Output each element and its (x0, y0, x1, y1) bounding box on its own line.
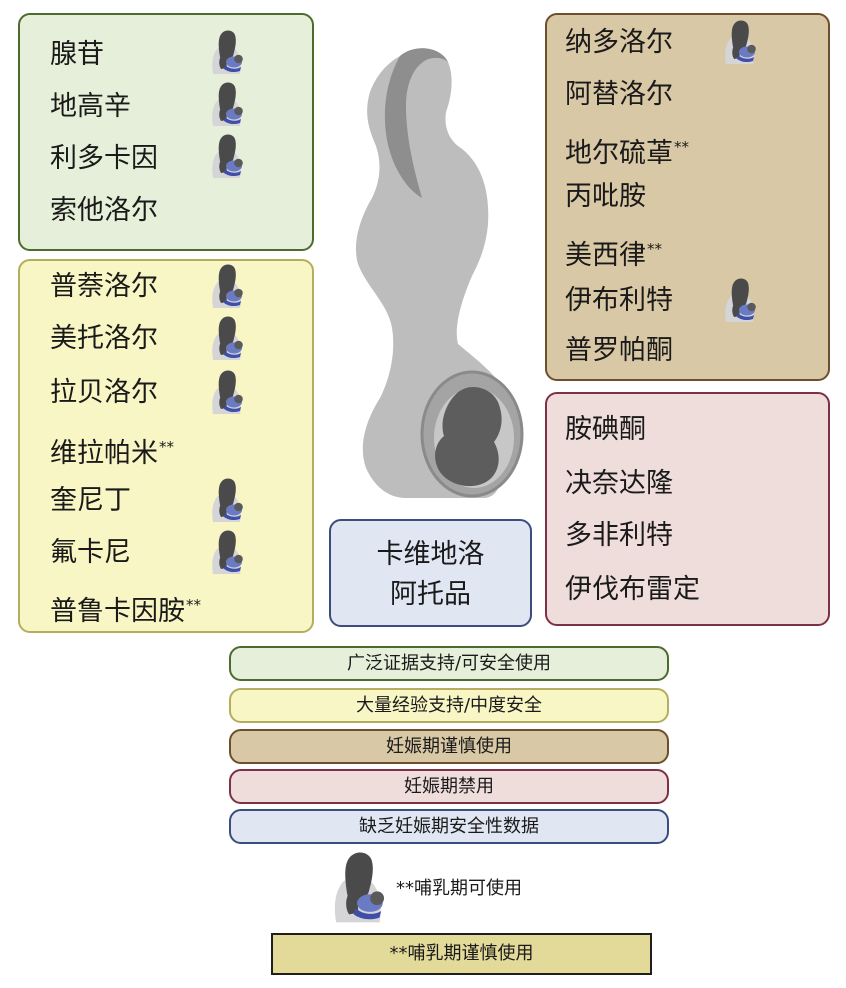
breastfeeding-ok-legend-text: **哺乳期可使用 (396, 878, 522, 899)
drug-dofetilide: 多非利特 (565, 520, 673, 551)
drug-procainamide: 普鲁卡因胺** (50, 596, 201, 627)
drug-metoprolol: 美托洛尔 (50, 323, 158, 354)
drug-propafenone: 普罗帕酮 (565, 335, 673, 366)
drug-carvedilol: 卡维地洛 (376, 539, 485, 570)
breastfeeding-icon (206, 477, 246, 523)
caution-in-pregnancy-drugs-box: 纳多洛尔 阿替洛尔 地尔硫䓬** 丙吡胺 美西律** 伊布利特 普罗帕酮 (545, 13, 830, 381)
legend-no-data: 缺乏妊娠期安全性数据 (229, 809, 669, 844)
drug-digoxin: 地高辛 (50, 91, 131, 122)
legend-contraindicated: 妊娠期禁用 (229, 769, 669, 804)
breastfeeding-icon (719, 19, 759, 65)
drug-flecainide: 氟卡尼 (50, 537, 131, 568)
safe-drugs-box: 腺苷 地高辛 利多卡因 索他洛尔 (18, 13, 314, 251)
drug-ivabradine: 伊伐布雷定 (565, 574, 700, 605)
breastfeeding-icon (206, 133, 246, 179)
drug-ibutilide: 伊布利特 (565, 285, 673, 316)
drug-quinidine: 奎尼丁 (50, 485, 131, 516)
drug-dronedarone: 决奈达隆 (565, 468, 673, 499)
breastfeeding-icon (719, 277, 759, 323)
drug-disopyramide: 丙吡胺 (565, 181, 646, 212)
drug-mexiletine: 美西律** (565, 240, 662, 271)
drug-adenosine: 腺苷 (50, 39, 104, 70)
breastfeeding-icon (206, 315, 246, 361)
drug-amiodarone: 胺碘酮 (565, 414, 646, 445)
drug-nadolol: 纳多洛尔 (565, 27, 673, 58)
moderate-safety-drugs-box: 普萘洛尔 美托洛尔 拉贝洛尔 维拉帕米** 奎尼丁 氟卡尼 普鲁卡因胺** (18, 259, 314, 633)
insufficient-data-drugs-box: 卡维地洛 阿托品 (329, 519, 532, 627)
drug-atropine: 阿托品 (390, 579, 471, 610)
breastfeeding-caution-legend: **哺乳期谨慎使用 (271, 933, 652, 975)
drug-propranolol: 普萘洛尔 (50, 271, 158, 302)
legend-moderate-safety: 大量经验支持/中度安全 (229, 688, 669, 723)
breastfeeding-icon (206, 81, 246, 127)
legend-caution: 妊娠期谨慎使用 (229, 729, 669, 764)
drug-labetalol: 拉贝洛尔 (50, 377, 158, 408)
breastfeeding-icon (206, 263, 246, 309)
drug-atenolol: 阿替洛尔 (565, 79, 673, 110)
drug-verapamil: 维拉帕米** (50, 438, 174, 469)
drug-lidocaine: 利多卡因 (50, 143, 158, 174)
drug-sotalol: 索他洛尔 (50, 195, 158, 226)
breastfeeding-icon (206, 29, 246, 75)
breastfeeding-icon (206, 369, 246, 415)
legend-safe: 广泛证据支持/可安全使用 (229, 646, 669, 681)
breastfeeding-icon (206, 529, 246, 575)
pregnant-woman-silhouette-icon (355, 48, 524, 499)
contraindicated-in-pregnancy-drugs-box: 胺碘酮 决奈达隆 多非利特 伊伐布雷定 (545, 392, 830, 626)
breastfeeding-legend-icon (322, 850, 392, 924)
drug-diltiazem: 地尔硫䓬** (565, 138, 689, 169)
